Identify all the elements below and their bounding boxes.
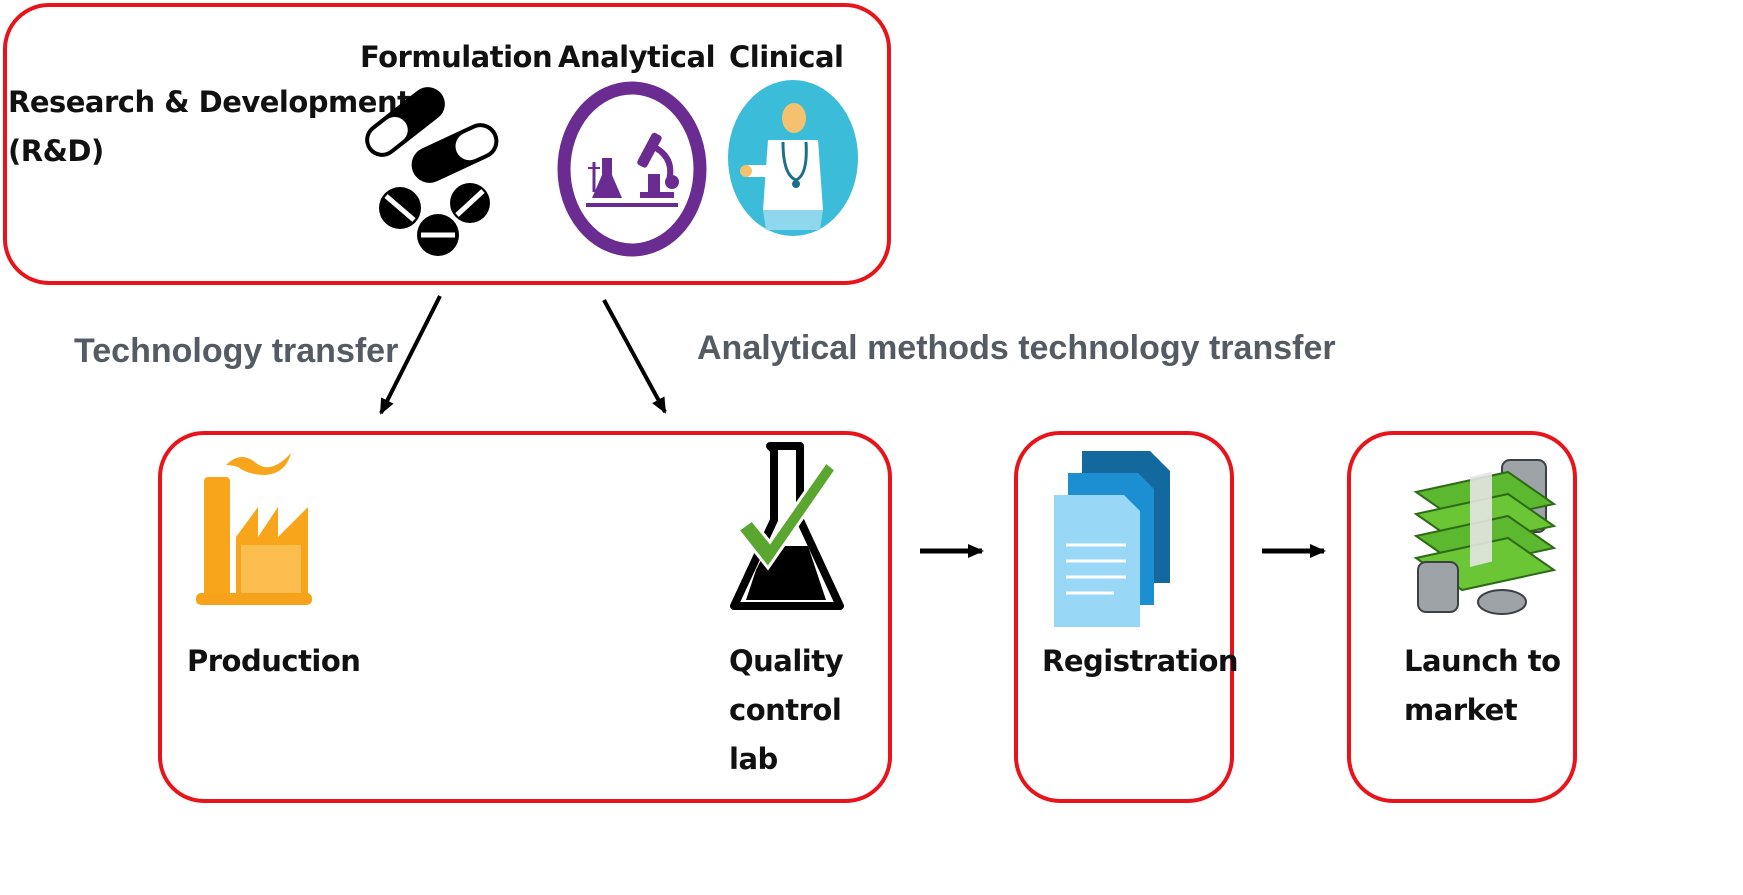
qc-label-line2: control — [729, 693, 842, 727]
rnd-title-line2: (R&D) — [8, 134, 104, 168]
rnd-title-line1: Research & Development — [8, 85, 411, 119]
money-icon — [1413, 459, 1557, 615]
analytical-transfer-arrow — [602, 299, 667, 414]
launch-label: Launch to market — [1404, 637, 1561, 735]
analytical-label: Analytical — [558, 40, 716, 74]
qc-label: Quality control lab — [729, 637, 844, 784]
technology-transfer-label: Technology transfer — [74, 332, 399, 370]
lab-analysis-icon — [557, 81, 707, 257]
factory-icon — [196, 453, 312, 605]
flask-check-icon — [730, 442, 844, 610]
manufacturing-box — [158, 431, 892, 803]
clinical-label: Clinical — [729, 40, 844, 74]
qc-label-line1: Quality — [729, 644, 844, 678]
qc-label-line3: lab — [729, 742, 778, 776]
pills-icon — [365, 87, 499, 256]
analytical-transfer-label: Analytical methods technology transfer — [697, 329, 1336, 367]
production-label: Production — [187, 644, 361, 678]
launch-label-line1: Launch to — [1404, 644, 1561, 678]
launch-label-line2: market — [1404, 693, 1518, 727]
registration-label: Registration — [1042, 644, 1239, 678]
formulation-label: Formulation — [360, 40, 553, 74]
documents-icon — [1054, 451, 1170, 627]
rnd-title: Research & Development (R&D) — [8, 78, 411, 176]
doctor-icon — [728, 80, 858, 236]
tech-transfer-arrow — [379, 295, 442, 415]
